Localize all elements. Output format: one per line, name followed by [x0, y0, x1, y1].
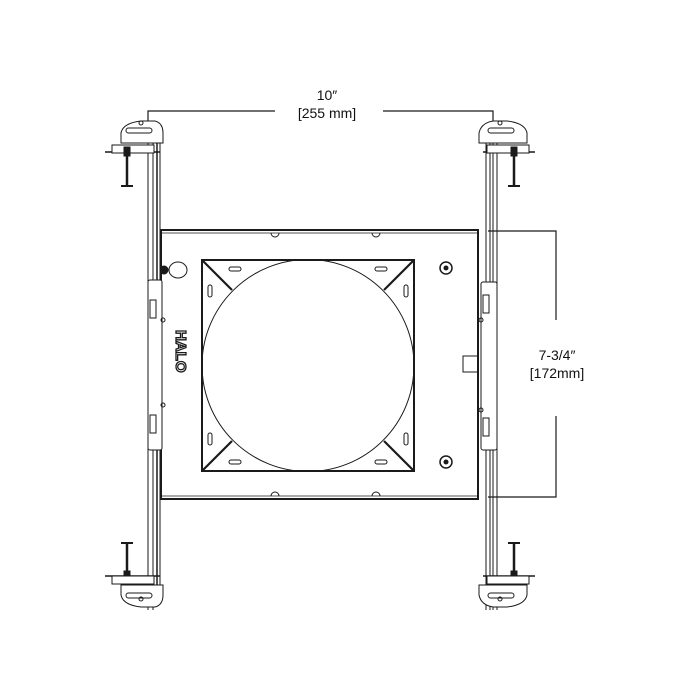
halo-logo: HALO	[172, 330, 189, 373]
height-metric: [172mm]	[529, 365, 585, 381]
left-hanger-bar	[147, 128, 188, 610]
bracket-top-left	[105, 120, 164, 187]
height-dimension-line	[488, 230, 557, 498]
bracket-bottom-left	[105, 542, 164, 608]
width-dimension-label: 10″ [255 mm]	[277, 86, 377, 122]
knockout-tab	[462, 355, 477, 373]
height-imperial: 7-3/4″	[538, 347, 576, 363]
aperture-square	[201, 259, 415, 472]
bracket-top-right	[478, 120, 535, 187]
width-metric: [255 mm]	[297, 105, 357, 121]
width-imperial: 10″	[316, 87, 338, 103]
right-hanger-bar	[478, 128, 498, 610]
rivet-icon	[439, 261, 453, 469]
bracket-bottom-right	[478, 542, 535, 608]
height-dimension-label: 7-3/4″ [172mm]	[512, 346, 602, 382]
